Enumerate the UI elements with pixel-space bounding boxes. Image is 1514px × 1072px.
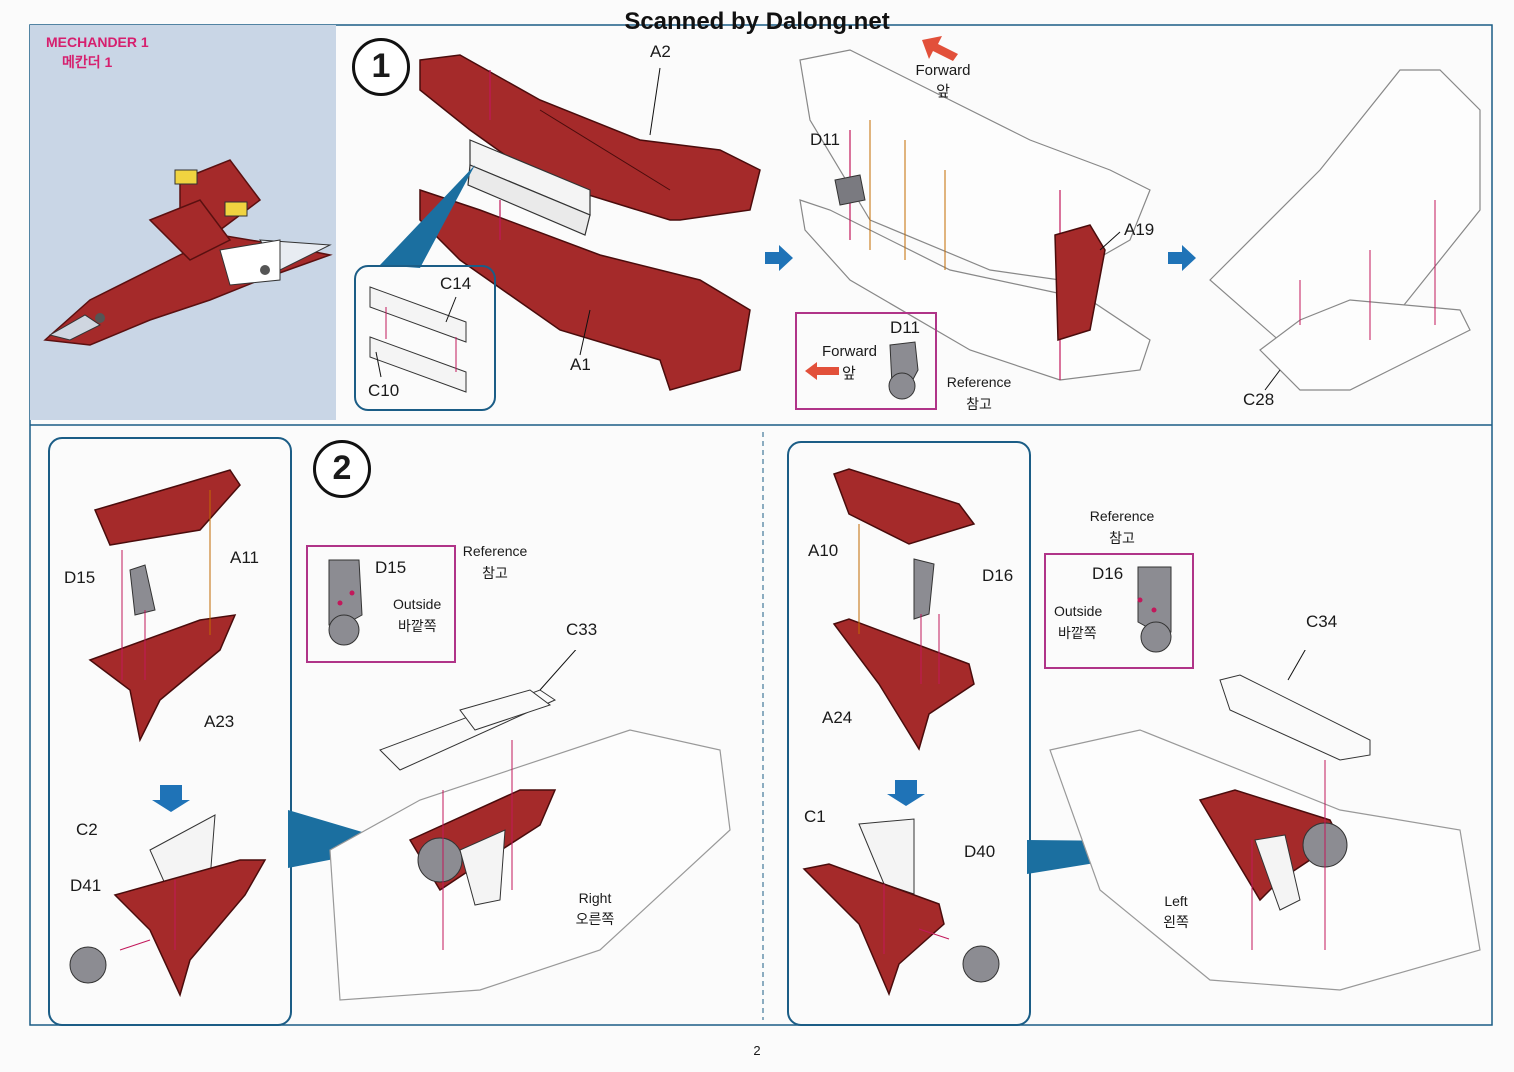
part-label-a23: A23 bbox=[204, 712, 235, 731]
model-name-kr: 메칸더 1 bbox=[62, 54, 113, 70]
side-label-right-en: Right bbox=[578, 890, 612, 906]
part-label-d41: D41 bbox=[70, 876, 102, 895]
ref-d16-reference-kr: 참고 bbox=[1109, 530, 1135, 546]
part-label-a11: A11 bbox=[230, 548, 259, 567]
ref-d11-reference-en: Reference bbox=[946, 374, 1012, 390]
c14-c10-detail-diagram bbox=[369, 286, 467, 393]
step1-fuselage-diagram bbox=[799, 49, 1151, 381]
ref-d11-part: D11 bbox=[890, 318, 920, 337]
part-label-a10: A10 bbox=[808, 541, 839, 560]
d16-wheel-part bbox=[1137, 566, 1172, 653]
right-engine-install-diagram bbox=[329, 650, 731, 1001]
step1-cockpit-diagram bbox=[1209, 69, 1481, 391]
d16-reference-box bbox=[1044, 553, 1194, 669]
part-label-d16: D16 bbox=[982, 566, 1014, 585]
model-preview-image bbox=[43, 159, 333, 346]
page-number: 2 bbox=[753, 1043, 761, 1058]
ref-d16-outside-en: Outside bbox=[1054, 603, 1103, 619]
part-label-c14: C14 bbox=[440, 274, 472, 293]
left-engine-install-diagram bbox=[1049, 650, 1481, 991]
part-label-c10: C10 bbox=[368, 381, 400, 400]
forward-label-kr: 앞 bbox=[936, 83, 950, 100]
ref-d15-reference-en: Reference bbox=[462, 543, 528, 559]
step1-assembly-diagram bbox=[380, 54, 761, 391]
flow-arrow-right-1 bbox=[765, 245, 793, 271]
ref-d15-outside-en: Outside bbox=[393, 596, 442, 612]
part-label-c34: C34 bbox=[1306, 612, 1338, 631]
step-1-number: 1 bbox=[352, 38, 410, 96]
left-engine-subassembly-diagram bbox=[802, 468, 1000, 997]
flow-arrow-right-2 bbox=[1168, 245, 1196, 271]
ref-d15-part: D15 bbox=[375, 558, 407, 577]
d15-reference-box bbox=[306, 545, 456, 663]
forward-arrow-red bbox=[922, 36, 958, 61]
d11-reference-box bbox=[795, 312, 937, 410]
side-label-left-kr: 왼쪽 bbox=[1163, 914, 1189, 930]
left-engine-subassembly-box bbox=[787, 441, 1031, 1026]
part-label-d11: D11 bbox=[810, 130, 840, 149]
d11-wheel-part bbox=[888, 341, 919, 400]
scan-credit: Scanned by Dalong.net bbox=[624, 8, 890, 35]
part-label-a24: A24 bbox=[822, 708, 853, 727]
ref-d15-outside-kr: 바깥쪽 bbox=[398, 618, 437, 634]
part-label-c1: C1 bbox=[804, 807, 826, 826]
step-2-number: 2 bbox=[313, 440, 371, 498]
ref-d11-forward-en: Forward bbox=[822, 343, 878, 360]
right-engine-subassembly-diagram bbox=[69, 469, 267, 998]
part-label-d40: D40 bbox=[964, 842, 996, 861]
part-label-c28: C28 bbox=[1243, 390, 1275, 409]
part-label-c2: C2 bbox=[76, 820, 98, 839]
model-name-en: MECHANDER 1 bbox=[46, 34, 149, 50]
ref-forward-arrow bbox=[805, 362, 839, 380]
c14-c10-detail-box bbox=[354, 265, 496, 411]
ref-d16-outside-kr: 바깥쪽 bbox=[1058, 625, 1097, 641]
ref-d16-reference-en: Reference bbox=[1089, 508, 1155, 524]
ref-d11-reference-kr: 참고 bbox=[966, 396, 992, 412]
ref-d16-part: D16 bbox=[1092, 564, 1124, 583]
ref-d15-reference-kr: 참고 bbox=[482, 565, 508, 581]
part-label-a2: A2 bbox=[650, 42, 671, 61]
part-label-a1: A1 bbox=[570, 355, 591, 374]
part-label-a19: A19 bbox=[1124, 220, 1155, 239]
part-label-d15: D15 bbox=[64, 568, 96, 587]
side-label-right-kr: 오른쪽 bbox=[575, 911, 615, 927]
part-label-c33: C33 bbox=[566, 620, 598, 639]
d15-wheel-part bbox=[328, 559, 363, 646]
side-label-left-en: Left bbox=[1164, 893, 1188, 909]
detail-callout-wedge-left bbox=[288, 810, 406, 868]
right-engine-subassembly-box bbox=[48, 437, 292, 1026]
ref-d11-forward-kr: 앞 bbox=[842, 365, 856, 382]
forward-label-en: Forward bbox=[915, 62, 971, 79]
